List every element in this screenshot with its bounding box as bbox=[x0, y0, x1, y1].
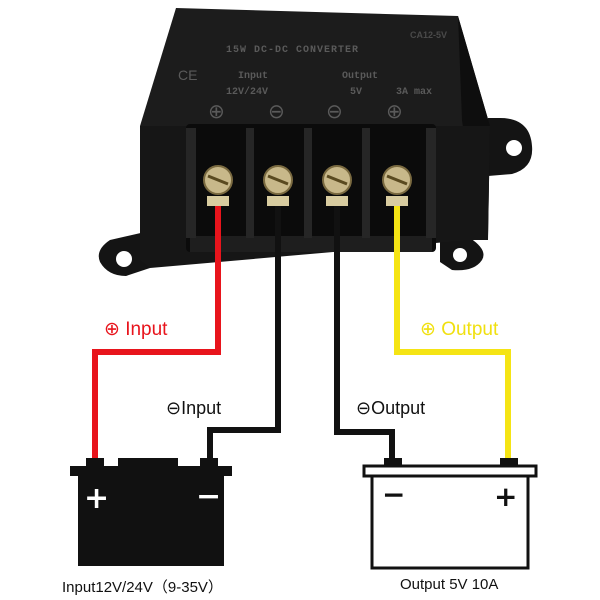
wires bbox=[92, 206, 511, 462]
black-wire-neg-output bbox=[334, 206, 395, 462]
input-battery-caption: Input12V/24V（9-35V） bbox=[62, 579, 223, 596]
pos-output-label: ⊕ Output bbox=[420, 319, 499, 340]
output-battery-plus: + bbox=[494, 480, 517, 513]
yellow-wire-pos-output bbox=[394, 206, 511, 462]
device-title: 15W DC-DC CONVERTER bbox=[226, 45, 359, 56]
pos-input-label: ⊕ Input bbox=[104, 319, 168, 340]
output-battery-terminal-neg bbox=[384, 458, 402, 468]
screw-washer bbox=[267, 196, 289, 206]
output-battery-caption: Output 5V 10A bbox=[400, 576, 499, 593]
input-battery-minus: − bbox=[196, 479, 221, 514]
input-label: Input bbox=[238, 71, 268, 82]
terminal-separators bbox=[186, 128, 436, 238]
converter-top-face bbox=[140, 8, 490, 126]
minus-symbol: ⊖ bbox=[268, 99, 285, 123]
input-battery-center-cap bbox=[118, 458, 178, 466]
output-label: Output bbox=[342, 71, 378, 82]
input-voltage: 12V/24V bbox=[226, 86, 268, 98]
screw-washer bbox=[326, 196, 348, 206]
input-battery-body bbox=[78, 474, 224, 566]
right-mount-hole bbox=[506, 140, 522, 156]
plus-symbol: ⊕ bbox=[386, 99, 403, 123]
input-battery-lid bbox=[70, 466, 232, 476]
minus-symbol: ⊖ bbox=[326, 99, 343, 123]
input-battery-terminal-pos bbox=[86, 458, 104, 468]
output-battery-terminal-pos bbox=[500, 458, 518, 468]
right-mounting-flange bbox=[458, 118, 533, 176]
model-code: CA12-5V bbox=[410, 30, 447, 40]
terminal-separator bbox=[426, 128, 436, 238]
terminal-separator bbox=[304, 128, 312, 238]
terminal-separator bbox=[186, 128, 196, 238]
screw-slot bbox=[207, 174, 408, 186]
black-wire-neg-input bbox=[207, 206, 281, 462]
output-battery-body bbox=[370, 474, 530, 570]
right-lower-mount-hole bbox=[453, 248, 467, 262]
neg-input-label: ⊖Input bbox=[166, 398, 222, 418]
left-mount-hole bbox=[116, 251, 132, 267]
output-voltage: 5V bbox=[350, 87, 362, 98]
output-current: 3A max bbox=[396, 87, 432, 98]
terminal-block-base bbox=[190, 236, 432, 252]
converter-device: CA12-5V 15W DC-DC CONVERTER CE Input 12V… bbox=[98, 8, 533, 276]
output-battery: − + bbox=[362, 458, 538, 570]
terminal-polarity-symbols: ⊕ ⊖ ⊖ ⊕ bbox=[208, 99, 403, 123]
neg-output-label: ⊖Output bbox=[356, 398, 426, 418]
terminal-screws bbox=[203, 165, 412, 206]
terminal-separator bbox=[362, 128, 370, 238]
terminal-separator bbox=[246, 128, 254, 238]
screw-washer bbox=[386, 196, 408, 206]
ce-mark: CE bbox=[178, 67, 197, 83]
output-battery-minus: − bbox=[382, 478, 405, 511]
plus-symbol: ⊕ bbox=[208, 99, 225, 123]
screw-washer bbox=[207, 196, 229, 206]
input-battery-plus: + bbox=[84, 481, 109, 516]
input-battery-terminal-neg bbox=[200, 458, 218, 468]
input-battery: + − bbox=[70, 458, 232, 566]
red-wire-pos-input bbox=[92, 206, 221, 462]
